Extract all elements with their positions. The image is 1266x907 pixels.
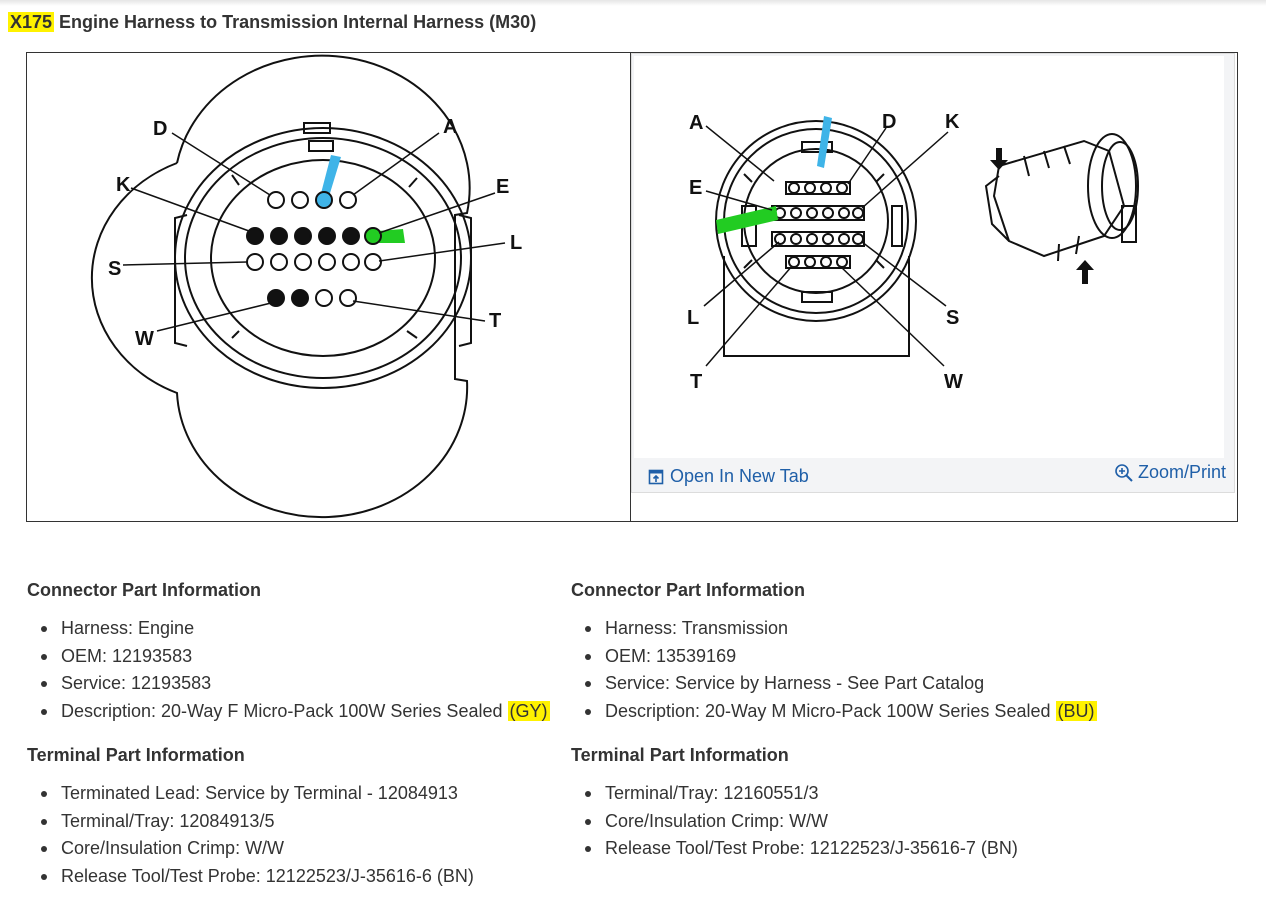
left-connector-info: Connector Part Information Harness: Engi… bbox=[27, 580, 567, 726]
list-item: Service: Service by Harness - See Part C… bbox=[585, 670, 1111, 698]
image-actions-bar: Open In New Tab Zoom/Print bbox=[632, 458, 1234, 492]
blue-wire bbox=[319, 155, 341, 203]
left-terminal-heading: Terminal Part Information bbox=[27, 745, 245, 765]
left-label-e: E bbox=[496, 176, 509, 198]
right-label-e: E bbox=[689, 177, 702, 199]
right-connector-info: Connector Part Information Harness: Tran… bbox=[571, 580, 1111, 726]
list-item: Release Tool/Test Probe: 12122523/J-3561… bbox=[585, 835, 1111, 863]
right-connector-heading: Connector Part Information bbox=[571, 580, 806, 600]
left-label-a: A bbox=[443, 116, 457, 138]
right-connector-drawing: A D K E L S T W bbox=[687, 111, 1139, 393]
up-arrow-icon bbox=[1076, 260, 1094, 284]
right-label-t: T bbox=[690, 371, 702, 393]
list-item: Description: 20-Way F Micro-Pack 100W Se… bbox=[41, 698, 567, 726]
right-blue-wire bbox=[817, 116, 832, 168]
list-item: Release Tool/Test Probe: 12122523/J-3561… bbox=[41, 863, 567, 891]
list-item: Harness: Transmission bbox=[585, 615, 1111, 643]
right-label-l: L bbox=[687, 307, 699, 329]
right-terminal-heading: Terminal Part Information bbox=[571, 745, 789, 765]
right-label-s: S bbox=[946, 307, 959, 329]
list-item: Terminated Lead: Service by Terminal - 1… bbox=[41, 780, 567, 808]
left-label-d: D bbox=[153, 118, 167, 140]
right-label-a: A bbox=[689, 112, 703, 134]
left-terminal-info: Terminal Part Information Terminated Lea… bbox=[27, 745, 567, 891]
right-label-w: W bbox=[944, 371, 963, 393]
right-label-d: D bbox=[882, 111, 896, 133]
page-title: X175 Engine Harness to Transmission Inte… bbox=[8, 12, 536, 33]
color-code-highlight: (BU) bbox=[1055, 701, 1097, 722]
left-connector-list: Harness: Engine OEM: 12193583 Service: 1… bbox=[27, 615, 567, 726]
right-green-wire bbox=[716, 206, 778, 234]
right-connector-image[interactable]: A D K E L S T W bbox=[634, 56, 1224, 458]
left-label-t: T bbox=[489, 310, 501, 332]
title-text: Engine Harness to Transmission Internal … bbox=[54, 12, 537, 32]
connector-id-highlight: X175 bbox=[8, 12, 55, 32]
left-label-w: W bbox=[135, 328, 154, 350]
left-connector-diagram: D A K E L S W T bbox=[26, 52, 630, 522]
list-item: OEM: 12193583 bbox=[41, 643, 567, 671]
zoom-in-icon bbox=[1115, 463, 1133, 482]
list-item: Terminal/Tray: 12084913/5 bbox=[41, 808, 567, 836]
left-connector-drawing: D A K E L S W T bbox=[90, 54, 522, 519]
open-in-new-tab-label: Open In New Tab bbox=[670, 466, 809, 486]
left-connector-heading: Connector Part Information bbox=[27, 580, 262, 600]
list-item: OEM: 13539169 bbox=[585, 643, 1111, 671]
list-item: Service: 12193583 bbox=[41, 670, 567, 698]
green-wire bbox=[377, 229, 405, 243]
zoom-print-label: Zoom/Print bbox=[1137, 462, 1226, 482]
top-shadow bbox=[0, 0, 1266, 6]
left-terminal-list: Terminated Lead: Service by Terminal - 1… bbox=[27, 780, 567, 891]
open-new-tab-icon bbox=[648, 469, 664, 484]
list-item: Core/Insulation Crimp: W/W bbox=[41, 835, 567, 863]
left-label-s: S bbox=[108, 258, 121, 280]
zoom-print-link[interactable]: Zoom/Print bbox=[1114, 462, 1226, 483]
left-label-k: K bbox=[116, 174, 131, 196]
right-terminal-info: Terminal Part Information Terminal/Tray:… bbox=[571, 745, 1111, 863]
list-item: Terminal/Tray: 12160551/3 bbox=[585, 780, 1111, 808]
down-arrow-icon bbox=[990, 148, 1008, 170]
left-label-l: L bbox=[510, 232, 522, 254]
list-item: Harness: Engine bbox=[41, 615, 567, 643]
list-item: Description: 20-Way M Micro-Pack 100W Se… bbox=[585, 698, 1111, 726]
open-in-new-tab-link[interactable]: Open In New Tab bbox=[648, 466, 809, 487]
right-terminal-list: Terminal/Tray: 12160551/3 Core/Insulatio… bbox=[571, 780, 1111, 863]
right-connector-card: A D K E L S T W Open In New Tab Zoom/P bbox=[631, 53, 1235, 493]
color-code-highlight: (GY) bbox=[507, 701, 550, 722]
right-connector-list: Harness: Transmission OEM: 13539169 Serv… bbox=[571, 615, 1111, 726]
list-item: Core/Insulation Crimp: W/W bbox=[585, 808, 1111, 836]
right-label-k: K bbox=[945, 111, 960, 133]
